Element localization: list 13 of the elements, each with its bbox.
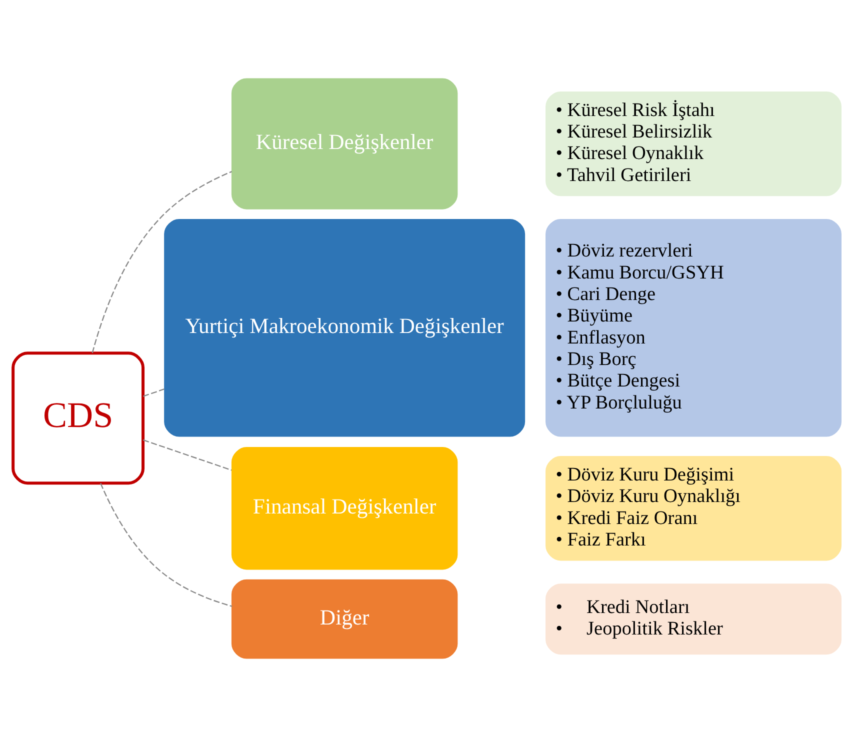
node-box: Yurtiçi Makroekonomik Değişkenler: [164, 218, 526, 436]
node-box: • Döviz rezervleri • Kamu Borcu/GSYH • Cari Denge • Büyüme • Enflasyon • Dış Borç • Bütçe Dengesi • YP Borçluluğu: [546, 218, 842, 436]
node-box: Diğer: [231, 578, 458, 658]
node-box: • Kredi Notları • Jeopolitik Riskler: [546, 583, 842, 654]
node-box: Finansal Değişkenler: [231, 446, 458, 570]
connector: [92, 170, 232, 353]
connector: [142, 388, 164, 396]
connector: [100, 482, 232, 606]
node-box: CDS: [12, 351, 145, 484]
connector: [143, 438, 232, 470]
node-box: • Küresel Risk İştahı • Küresel Belirsizlik • Küresel Oynaklık • Tahvil Getirileri: [546, 90, 842, 196]
node-box: • Döviz Kuru Değişimi • Döviz Kuru Oynaklığı • Kredi Faiz Oranı • Faiz Farkı: [546, 456, 842, 560]
node-box: Küresel Değişkenler: [231, 78, 458, 209]
